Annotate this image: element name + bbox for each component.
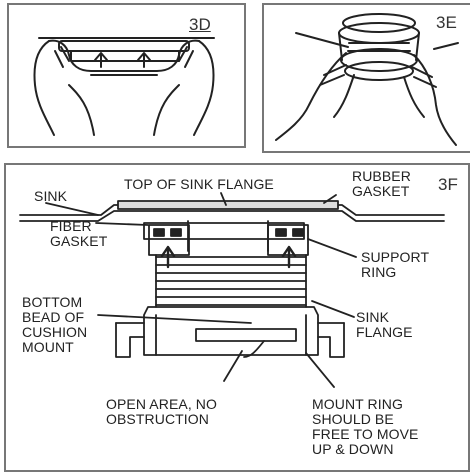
label-fiber-gasket-line-1: FIBER [50,218,92,234]
label-fiber-gasket: FIBER GASKET [50,219,107,249]
cushion-mount-cross-section-diagram [19,192,445,388]
panel-3d: 3D [7,3,246,148]
label-mount-ring: MOUNT RING SHOULD BE FREE TO MOVE UP & D… [312,397,418,457]
label-mount-ring-line-4: UP & DOWN [312,441,394,457]
hands-holding-ring-illustration [275,13,459,146]
panel-label-3e: 3E [436,13,457,32]
label-rubber-gasket-line-2: GASKET [352,183,410,199]
label-bottom-bead-line-3: CUSHION [22,324,88,340]
label-top-of-sink-flange: TOP OF SINK FLANGE [124,176,274,192]
label-mount-ring-line-2: SHOULD BE [312,411,394,427]
label-open-area-line-1: OPEN AREA, NO [106,396,217,412]
panel-3f: 3F SINK TOP OF SINK FLANGE RUBBER GASKET… [4,163,470,472]
label-support-ring-line-1: SUPPORT [361,249,430,265]
label-sink-flange-line-1: SINK [356,309,390,325]
label-rubber-gasket-line-1: RUBBER [352,168,411,184]
label-rubber-gasket: RUBBER GASKET [352,169,411,199]
label-mount-ring-line-3: FREE TO MOVE [312,426,419,442]
label-support-ring: SUPPORT RING [361,250,429,280]
panel-3e: 3E [262,3,470,153]
label-sink-flange: SINK FLANGE [356,310,413,340]
label-open-area-line-2: OBSTRUCTION [106,411,209,427]
label-fiber-gasket-line-2: GASKET [50,233,108,249]
panel-label-3f: 3F [438,175,458,194]
panel-label-3d: 3D [189,15,211,34]
label-mount-ring-line-1: MOUNT RING [312,396,403,412]
label-bottom-bead: BOTTOM BEAD OF CUSHION MOUNT [22,295,87,355]
label-support-ring-line-2: RING [361,264,397,280]
label-bottom-bead-line-4: MOUNT [22,339,74,355]
label-bottom-bead-line-1: BOTTOM [22,294,83,310]
label-sink: SINK [34,188,68,204]
hands-pressing-ring-illustration [33,37,215,136]
label-open-area: OPEN AREA, NO OBSTRUCTION [106,397,217,427]
label-bottom-bead-line-2: BEAD OF [22,309,85,325]
label-sink-flange-line-2: FLANGE [356,324,413,340]
